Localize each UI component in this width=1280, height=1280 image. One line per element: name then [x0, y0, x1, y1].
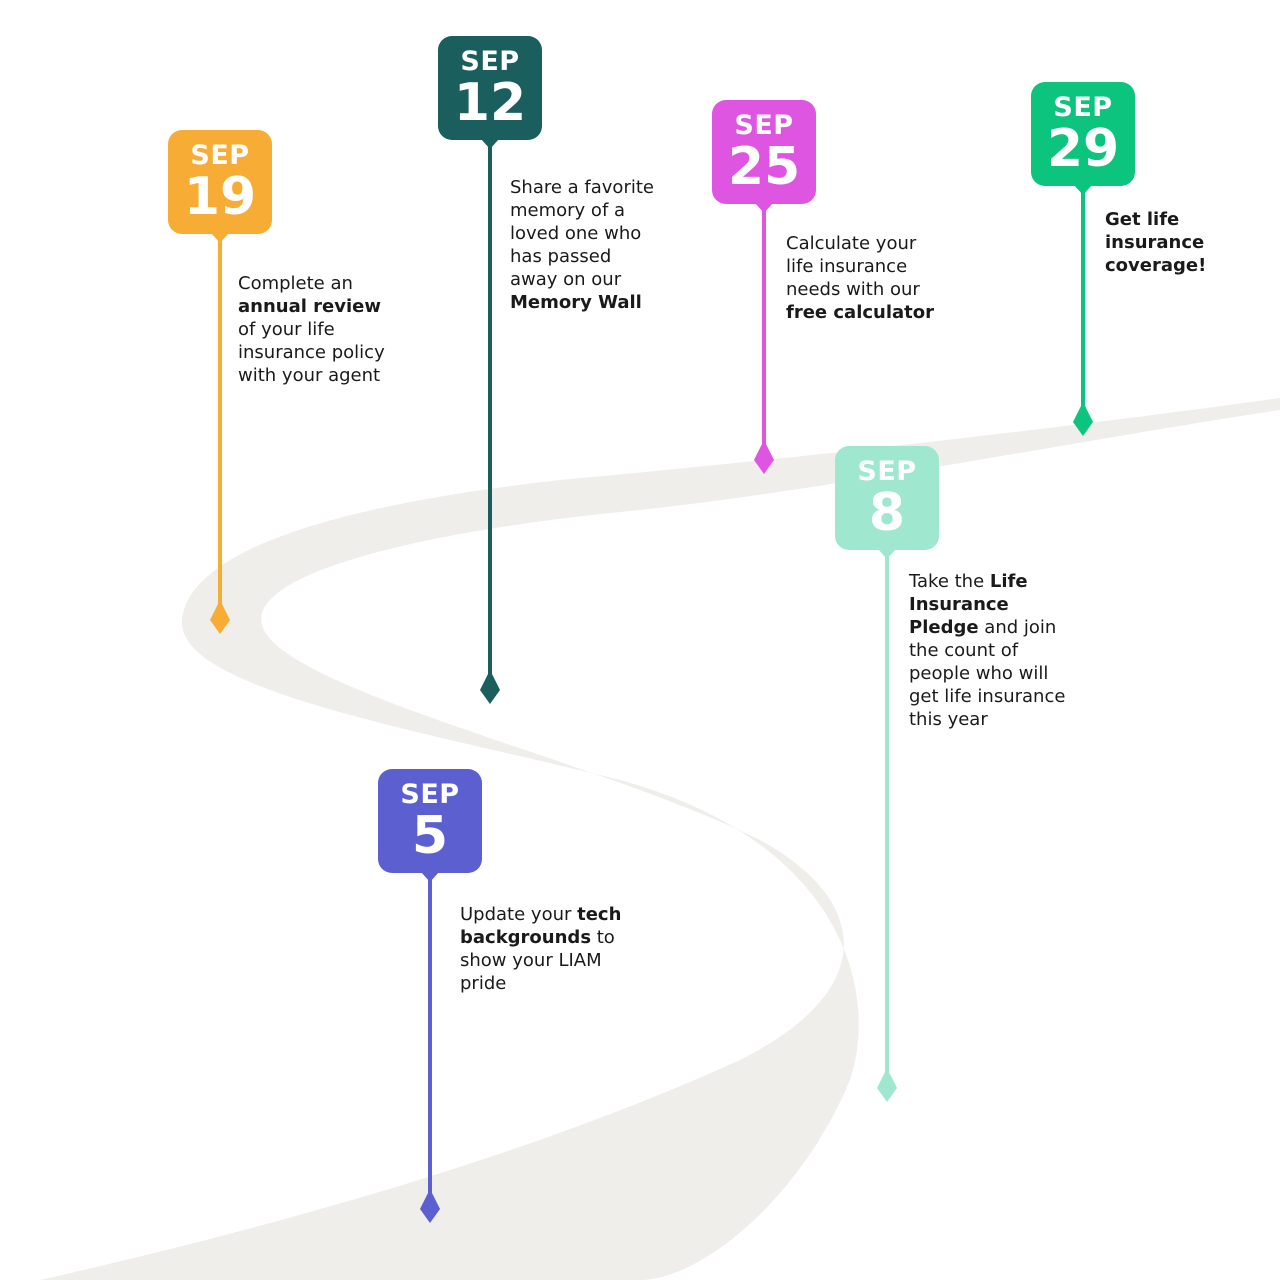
date-badge-sep-29: SEP 29 — [1031, 82, 1135, 195]
badge-day: 19 — [183, 167, 257, 227]
date-badge-sep-12: SEP 12 — [438, 36, 542, 149]
badge-day: 12 — [453, 73, 527, 133]
description-text: and join the count of people who will ge… — [909, 617, 1066, 730]
milestone-description: Share a favorite memory of a loved one w… — [510, 176, 680, 314]
badge-month: SEP — [857, 456, 917, 487]
pin-stem — [488, 144, 492, 674]
badge-month: SEP — [400, 779, 460, 810]
date-badge-sep-19: SEP 19 — [168, 130, 272, 243]
description-emphasis: tech backgrounds — [460, 904, 622, 948]
badge-day: 5 — [411, 806, 449, 866]
milestone-description: Get life insurance coverage! — [1105, 208, 1245, 277]
badge-month: SEP — [190, 140, 250, 171]
milestone-description: Calculate your life insurance needs with… — [786, 232, 956, 324]
badge-month: SEP — [1053, 92, 1113, 123]
date-badge-sep-25: SEP 25 — [712, 100, 816, 213]
milestone-sep-25: SEP 25 Calculate your life insurance nee… — [712, 100, 934, 474]
pin-stem — [1081, 190, 1085, 415]
description-emphasis: Get life insurance coverage! — [1105, 209, 1207, 276]
badge-month: SEP — [734, 110, 794, 141]
description-text: Complete an — [238, 273, 353, 294]
description-text: to show your LIAM pride — [460, 927, 615, 994]
milestone-sep-5: SEP 5 Update your tech backgrounds to sh… — [378, 769, 621, 1223]
milestone-description: Update your tech backgrounds to show you… — [460, 903, 650, 995]
pin-stem — [762, 208, 766, 448]
description-emphasis: Life Insurance Pledge — [909, 571, 1028, 638]
pin-stem — [428, 877, 432, 1197]
description-emphasis: annual review — [238, 296, 381, 317]
badge-day: 8 — [868, 483, 906, 543]
badge-month: SEP — [460, 46, 520, 77]
description-emphasis: free calculator — [786, 302, 935, 323]
description-text: of your life insurance policy with your … — [238, 319, 385, 386]
description-text: Take the — [909, 571, 990, 592]
milestone-sep-19: SEP 19 Complete an annual review of your… — [168, 130, 385, 634]
description-text: Update your — [460, 904, 578, 925]
badge-day: 29 — [1046, 119, 1120, 179]
milestone-description: Complete an annual review of your life i… — [238, 272, 418, 387]
milestone-sep-8: SEP 8 Take the Life Insurance Pledge and… — [835, 446, 1065, 1102]
milestone-description: Take the Life Insurance Pledge and join … — [909, 570, 1099, 731]
milestone-sep-29: SEP 29 Get life insurance coverage! — [1031, 82, 1206, 436]
date-badge-sep-5: SEP 5 — [378, 769, 482, 882]
description-emphasis: Memory Wall — [510, 292, 642, 313]
description-text: Share a favorite memory of a loved one w… — [510, 177, 654, 290]
description-text: Calculate your life insurance needs with… — [786, 233, 920, 300]
pin-stem — [218, 238, 222, 608]
road-shape — [40, 398, 1280, 1280]
badge-day: 25 — [727, 137, 801, 197]
pin-stem — [885, 554, 889, 1074]
milestone-sep-12: SEP 12 Share a favorite memory of a love… — [438, 36, 654, 704]
date-badge-sep-8: SEP 8 — [835, 446, 939, 559]
